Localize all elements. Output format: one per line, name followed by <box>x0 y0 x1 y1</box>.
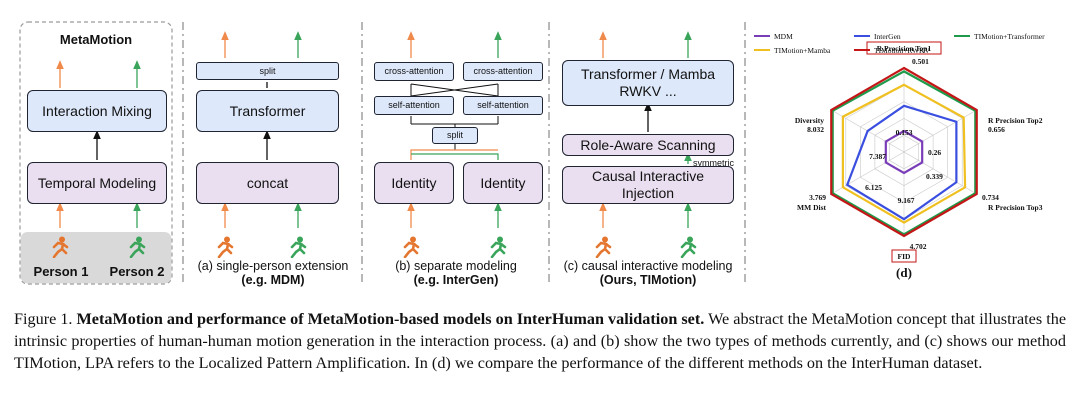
a-transformer-box: Transformer <box>196 90 339 132</box>
c-role-aware-box: Role-Aware Scanning <box>562 134 734 156</box>
c-causal-box: Causal Interactive Injection <box>562 166 734 204</box>
c-caption-label: (c) causal interactive modeling <box>563 259 733 273</box>
c-person-2-icon <box>680 236 697 258</box>
axis-value-top1-inner: 0.153 <box>896 128 913 137</box>
b-identity-left: Identity <box>374 162 454 204</box>
legend-label: MDM <box>774 32 793 41</box>
axis-label-top2: R Precision Top2 <box>988 116 1043 125</box>
c-transformer-line2: RWKV ... <box>619 83 677 99</box>
axis-value-mmdist-inner: 6.125 <box>865 183 882 192</box>
axis-label-fid: FID <box>898 252 912 261</box>
b-caption-label: (b) separate modeling <box>395 259 517 273</box>
b-cross-attention-left: cross-attention <box>374 62 454 81</box>
legend-label: TIMotion+Transformer <box>974 32 1045 41</box>
series-intergen <box>845 104 958 221</box>
axis-value-top2-inner: 0.26 <box>928 148 941 157</box>
axis-label-top3: R Precision Top3 <box>988 203 1043 212</box>
axis-label-diversity: Diversity <box>795 116 824 125</box>
axis-value-diversity-inner: 7.387 <box>869 152 886 161</box>
figure-caption: Figure 1. MetaMotion and performance of … <box>14 308 1066 374</box>
series-timotion-transformer <box>831 70 977 236</box>
axis-value-top1-outer: 0.501 <box>912 57 929 66</box>
temporal-modeling-box: Temporal Modeling <box>27 162 167 204</box>
metamotion-panel <box>19 21 173 285</box>
caption-title: MetaMotion and performance of MetaMotion… <box>76 310 705 328</box>
a-person-2-icon <box>290 236 307 258</box>
radar-chart: MDM InterGen TIMotion+TransformerTIMotion+… <box>754 32 1045 280</box>
panel-d-label: (d) <box>896 265 912 280</box>
legend-label: TIMotion+Mamba <box>774 46 831 55</box>
axis-value-diversity-outer: 8.032 <box>807 125 824 134</box>
c-transformer-line1: Transformer / Mamba <box>580 66 716 83</box>
c-causal-line1: Causal Interactive <box>591 168 705 185</box>
series-timotion-rwkv <box>830 66 978 238</box>
caption-prefix: Figure 1. <box>14 310 77 328</box>
b-caption-example: (e.g. InterGen) <box>413 273 499 287</box>
axis-label-top1: R Precision Top1 <box>877 44 932 53</box>
legend-label: TIMotion+RWKV <box>874 46 930 55</box>
c-caption-example: (Ours, TIMotion) <box>599 273 697 287</box>
b-split-box: split <box>432 127 478 144</box>
metamotion-title: MetaMotion <box>59 32 133 47</box>
b-person-2-icon <box>490 236 507 258</box>
series-mdm <box>884 129 924 175</box>
c-causal-line2: Injection <box>621 185 675 201</box>
person-1-running-icon <box>52 236 69 258</box>
a-split-box: split <box>196 62 339 80</box>
top1-highlight-box <box>866 41 942 55</box>
series-timotion-mamba <box>841 83 967 224</box>
axis-value-top3-outer: 0.734 <box>982 193 999 202</box>
diagram-canvas <box>19 21 746 285</box>
axis-value-fid-inner: 9.167 <box>898 196 915 205</box>
person-2-label: Person 2 <box>109 264 165 279</box>
axis-label-mmdist: MM Dist <box>797 203 826 212</box>
person-2-running-icon <box>129 236 146 258</box>
c-symmetric-label: symmetric <box>693 158 734 168</box>
axis-value-mmdist-outer: 3.769 <box>809 193 826 202</box>
axis-value-top2-outer: 0.656 <box>988 125 1005 134</box>
a-caption-label: (a) single-person extension <box>197 259 349 273</box>
b-identity-right: Identity <box>463 162 543 204</box>
b-person-1-icon <box>403 236 420 258</box>
a-concat-box: concat <box>196 162 339 204</box>
b-self-attention-right: self-attention <box>463 96 543 115</box>
caption-body: We abstract the MetaMotion concept that … <box>14 310 1066 372</box>
axis-value-fid-outer: 4.702 <box>910 242 927 251</box>
c-person-1-icon <box>595 236 612 258</box>
fid-highlight-box <box>891 249 917 263</box>
person-1-label: Person 1 <box>33 264 89 279</box>
c-transformer-box: Transformer / Mamba RWKV ... <box>562 60 734 106</box>
interaction-mixing-box: Interaction Mixing <box>27 90 167 132</box>
b-cross-attention-right: cross-attention <box>463 62 543 81</box>
legend-label: InterGen <box>874 32 901 41</box>
a-person-1-icon <box>217 236 234 258</box>
axis-value-top3-inner: 0.339 <box>926 172 943 181</box>
b-self-attention-left: self-attention <box>374 96 454 115</box>
a-caption-example: (e.g. MDM) <box>241 273 305 287</box>
